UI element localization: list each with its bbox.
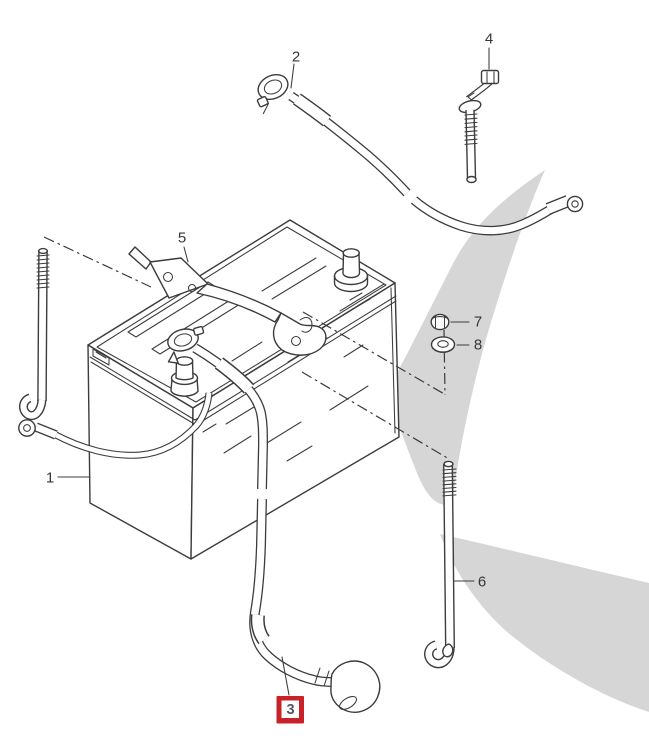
- callout-6[interactable]: 6: [478, 574, 486, 591]
- callout-2[interactable]: 2: [292, 49, 300, 66]
- part-3-battery-cable: [192, 343, 381, 713]
- battery-top-rim: [96, 226, 387, 403]
- boot-opening: [339, 696, 357, 710]
- negative-terminal-clamp: [167, 325, 205, 364]
- bracket-hole-mid: [187, 283, 197, 293]
- battery-vent-notch: [92, 348, 110, 366]
- callout-1[interactable]: 1: [46, 470, 54, 487]
- positive-terminal-post: [333, 248, 369, 293]
- callout-leader-lines: [57, 47, 490, 696]
- hook-bolt-head: [480, 69, 500, 85]
- callout-3[interactable]: 3: [286, 702, 294, 718]
- part-2-battery-cable: [256, 73, 584, 236]
- bracket-end-curl: [299, 317, 313, 333]
- bracket-end-pad: [272, 312, 327, 356]
- bracket-strap: [196, 283, 282, 323]
- part-5-hold-down-bracket: [128, 246, 327, 356]
- highlight-box-inner: [281, 700, 299, 718]
- part-7-nut: [430, 313, 450, 331]
- part-8-washer: [430, 336, 456, 353]
- watermark-swoosh-lower: [440, 534, 649, 712]
- callout-5[interactable]: 5: [178, 230, 186, 247]
- j-bolt-curl: [442, 643, 454, 658]
- j-bolt-tip: [443, 460, 454, 468]
- bracket-hole-left: [162, 271, 174, 283]
- part-6-j-bolt: [424, 460, 457, 669]
- callout-4[interactable]: 4: [485, 31, 493, 48]
- cable2-ring-terminal: [566, 195, 584, 213]
- hook-bolt-threads: [464, 113, 478, 145]
- callout-labels: 1 2 4 5 6 7 8 3: [46, 31, 493, 724]
- hook-bolt-tip: [466, 175, 477, 184]
- cable2-clamp-terminal: [256, 73, 289, 115]
- callout-8[interactable]: 8: [474, 337, 482, 354]
- watermark-swoosh: [386, 170, 649, 712]
- terminal-boot: [330, 660, 381, 713]
- boot-ferrule-ticks: [314, 667, 330, 687]
- bracket-hole-right: [290, 335, 302, 347]
- watermark-swoosh-upper: [386, 170, 545, 505]
- left-j-bolt-tip: [38, 247, 49, 255]
- j-bolt-threads: [442, 468, 457, 497]
- battery-right-face: [190, 282, 400, 560]
- callout-3-highlight-box[interactable]: 3: [276, 696, 305, 724]
- battery-corner-seam: [390, 287, 396, 434]
- bracket-left-tab: [128, 246, 152, 270]
- callout-7[interactable]: 7: [474, 314, 482, 331]
- ring-terminal: [18, 419, 36, 437]
- left-j-bolt: [18, 247, 50, 421]
- ground-lead-wire: [18, 392, 213, 459]
- left-j-bolt-threads: [36, 254, 50, 289]
- part-4-hook-bolt: [458, 69, 500, 184]
